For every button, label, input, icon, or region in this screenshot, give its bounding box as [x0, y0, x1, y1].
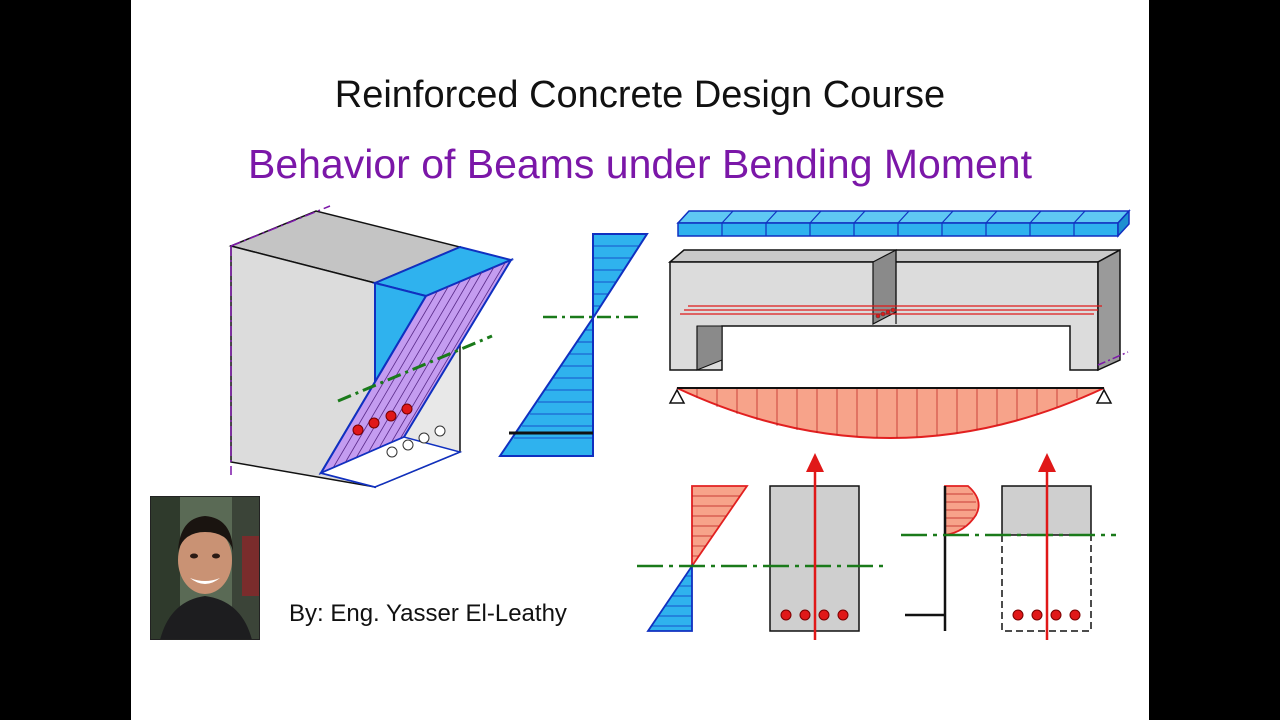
moment-hatch — [696, 388, 1078, 438]
uncracked-tension — [646, 563, 693, 632]
moment-curve — [676, 387, 1105, 439]
cracked-hatch — [945, 493, 976, 527]
rebars-red — [352, 403, 413, 436]
rebars-white — [386, 425, 446, 458]
load-end — [1117, 209, 1130, 238]
cut-rebars — [875, 307, 896, 319]
bending-moment-diagram — [668, 387, 1113, 439]
beam-section-3d — [228, 205, 515, 489]
uncracked-arrow-head — [806, 453, 824, 472]
cracked-compression — [944, 485, 980, 537]
support-right — [1095, 388, 1113, 404]
section-axis-line-top — [230, 205, 331, 247]
beam-elevation — [667, 209, 1131, 372]
stress-diagram-linear — [498, 233, 649, 457]
section-bottom-face — [318, 436, 463, 488]
diagram-canvas — [228, 205, 1131, 640]
support-left — [668, 388, 686, 404]
beam-end-face — [1097, 248, 1121, 372]
uncracked-stress — [637, 453, 884, 640]
cracked-stress — [901, 453, 1116, 640]
cracked-section-outline — [1001, 535, 1092, 632]
uncracked-rebars — [780, 609, 849, 621]
author-credit: By: Eng. Yasser El-Leathy — [289, 600, 567, 627]
uncracked-hatch-top — [692, 495, 740, 557]
cracked-arrow-head — [1038, 453, 1056, 472]
beam-axis-right — [1097, 351, 1129, 366]
uncracked-hatch-bottom — [651, 575, 692, 627]
load-dividers — [721, 210, 1086, 236]
stress-hatch — [514, 245, 640, 439]
stress-compression-region — [592, 233, 649, 322]
slide: Reinforced Concrete Design Course Behavi… — [131, 0, 1149, 720]
cracked-rebars — [1012, 609, 1081, 621]
presenter-photo — [150, 496, 260, 640]
slide-subtitle: Behavior of Beams under Bending Moment — [247, 141, 1032, 187]
neutral-axis-3d — [337, 334, 493, 403]
stress-tension-region — [498, 314, 594, 457]
slide-title: Reinforced Concrete Design Course — [334, 74, 946, 116]
